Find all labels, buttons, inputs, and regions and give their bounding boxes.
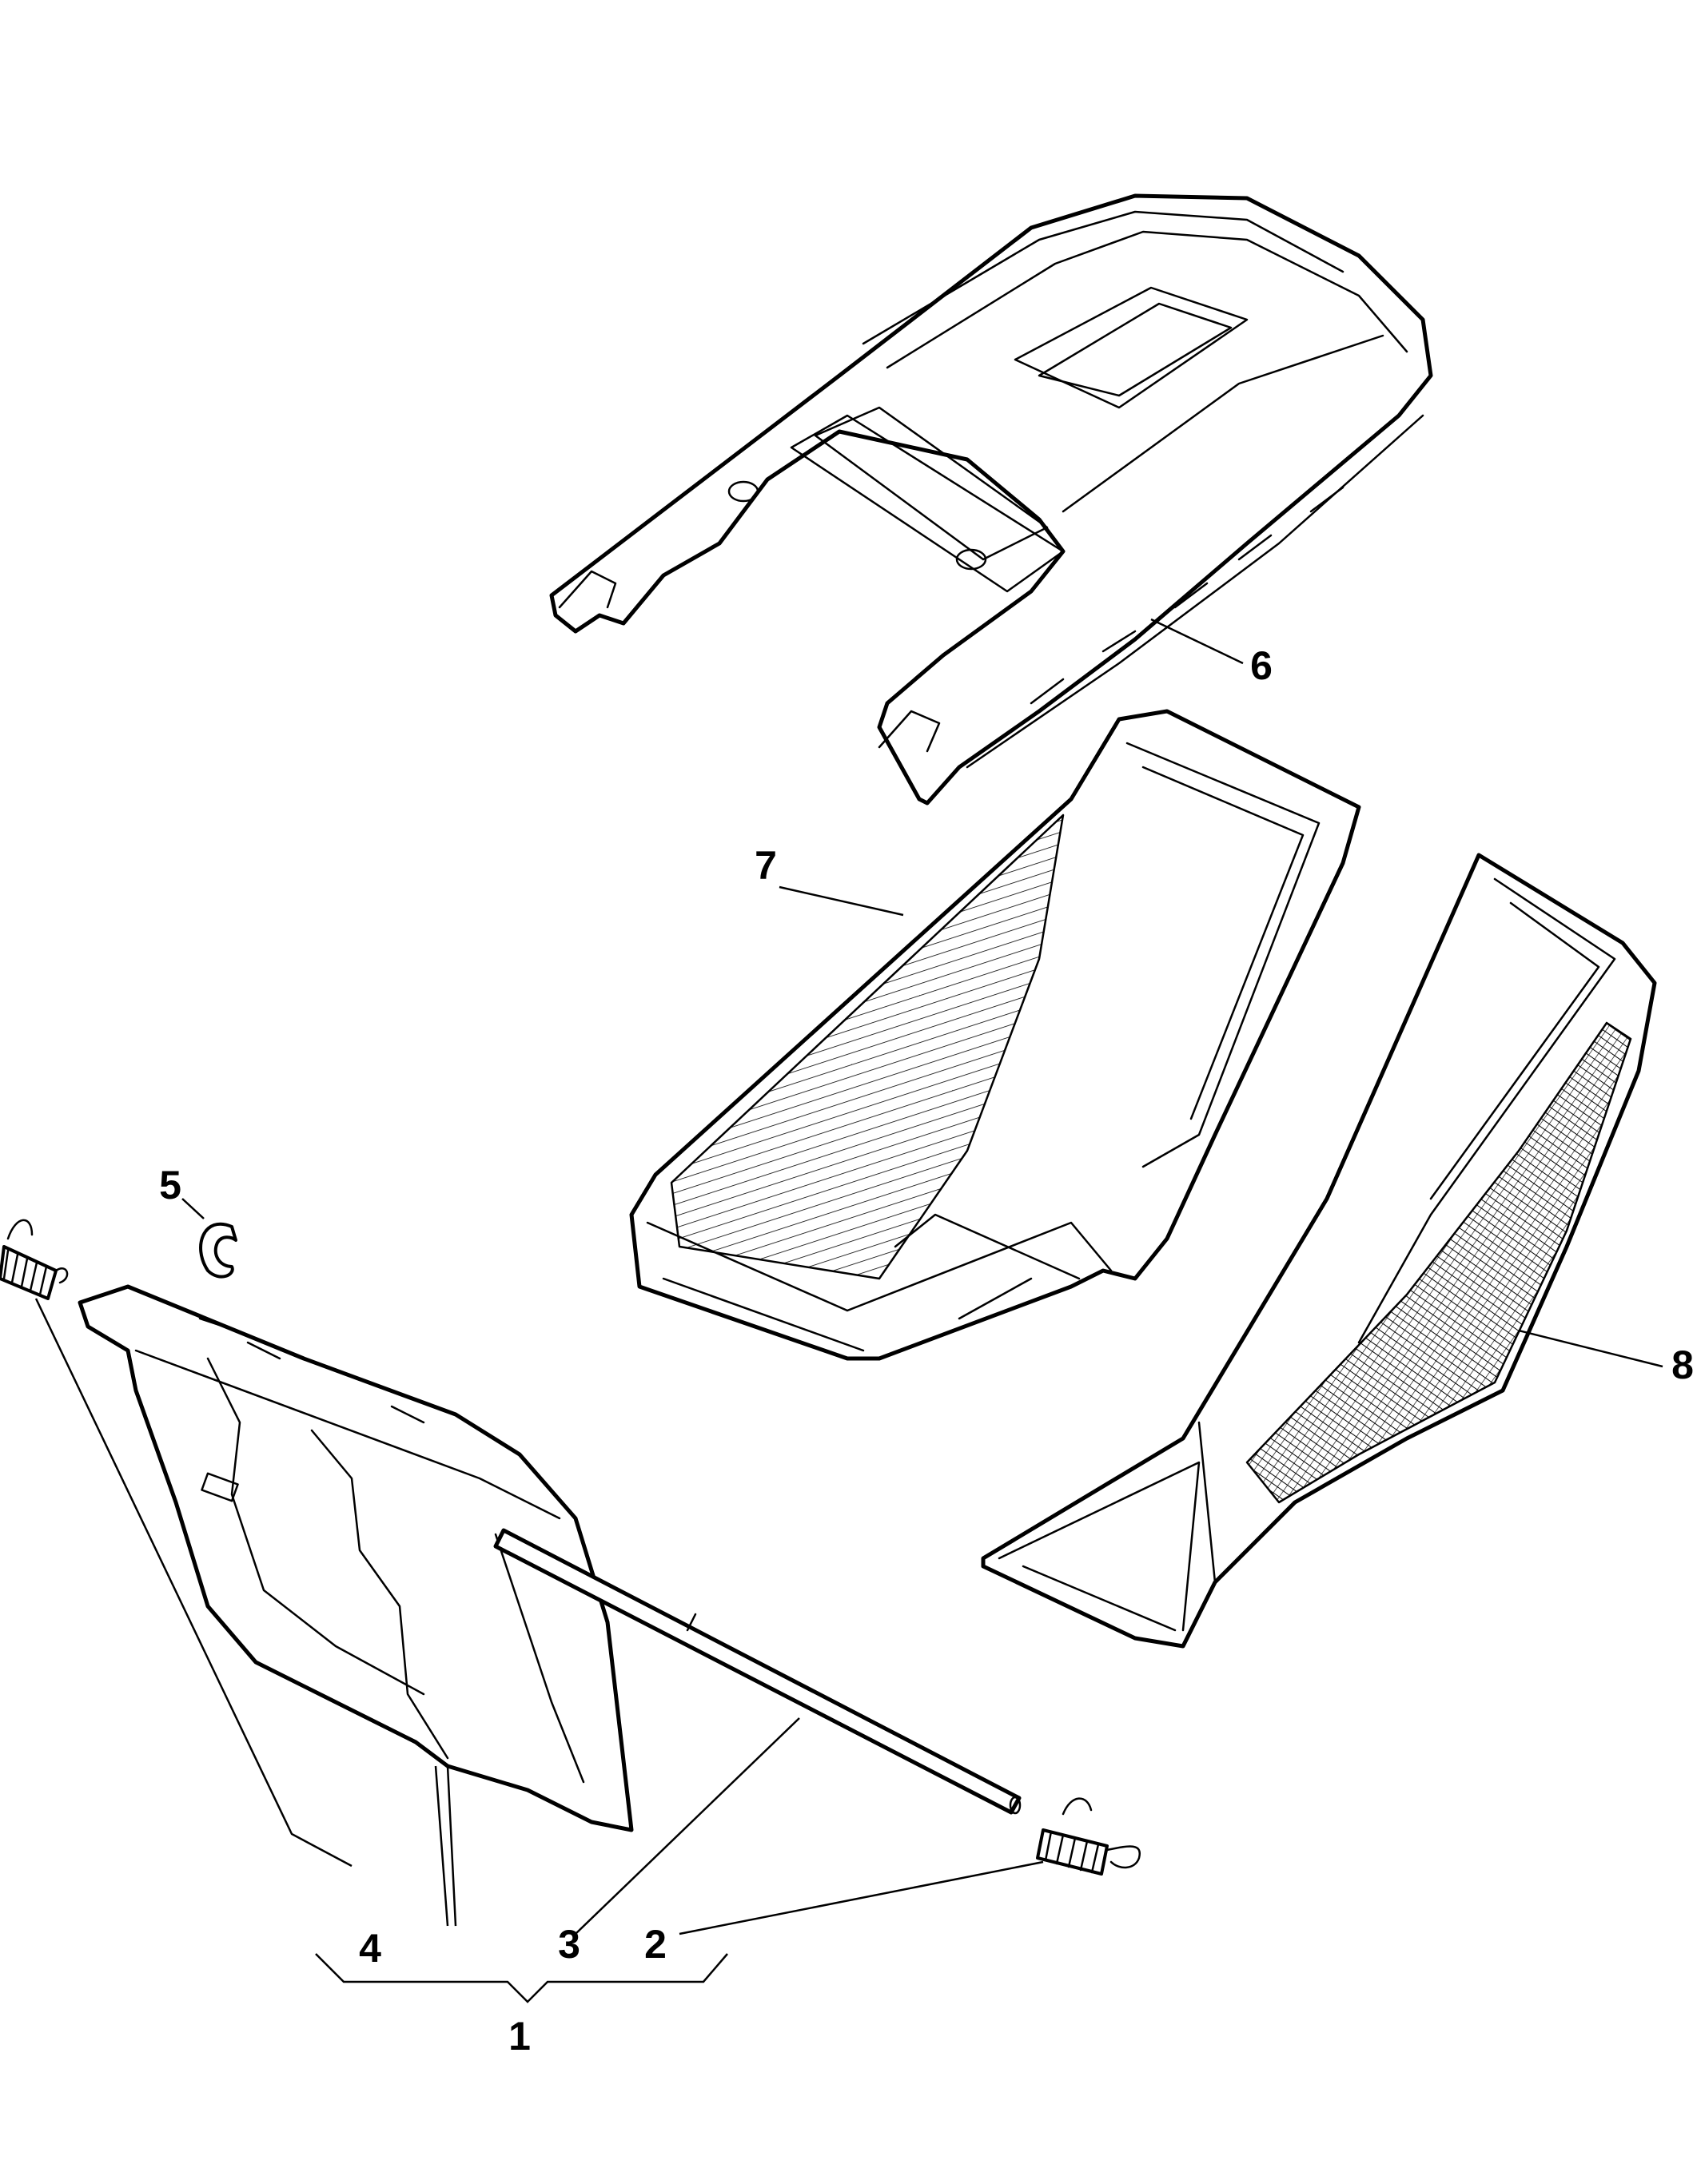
rear-flap — [78, 1284, 634, 1832]
spring-left — [0, 1219, 69, 1300]
callout-3: 3 — [558, 1922, 580, 1967]
callout-1: 1 — [508, 2014, 531, 2059]
grass-bag-top-cover — [549, 193, 1433, 806]
callout-6: 6 — [1250, 643, 1273, 688]
callout-7: 7 — [755, 843, 777, 888]
callout-8: 8 — [1671, 1343, 1694, 1387]
spring-right — [1036, 1797, 1141, 1876]
callout-2: 2 — [644, 1922, 667, 1967]
callout-5: 5 — [159, 1163, 181, 1207]
grass-bag-outer-shell — [981, 853, 1657, 1649]
hinge-rod — [493, 1528, 1022, 1815]
callout-labels: 1 2 3 4 5 6 7 8 — [159, 643, 1694, 2059]
retaining-clip — [199, 1222, 237, 1279]
leader-lines — [34, 618, 1663, 2003]
callout-4: 4 — [359, 1926, 381, 1971]
grass-bag-inner-frame — [629, 709, 1361, 1361]
